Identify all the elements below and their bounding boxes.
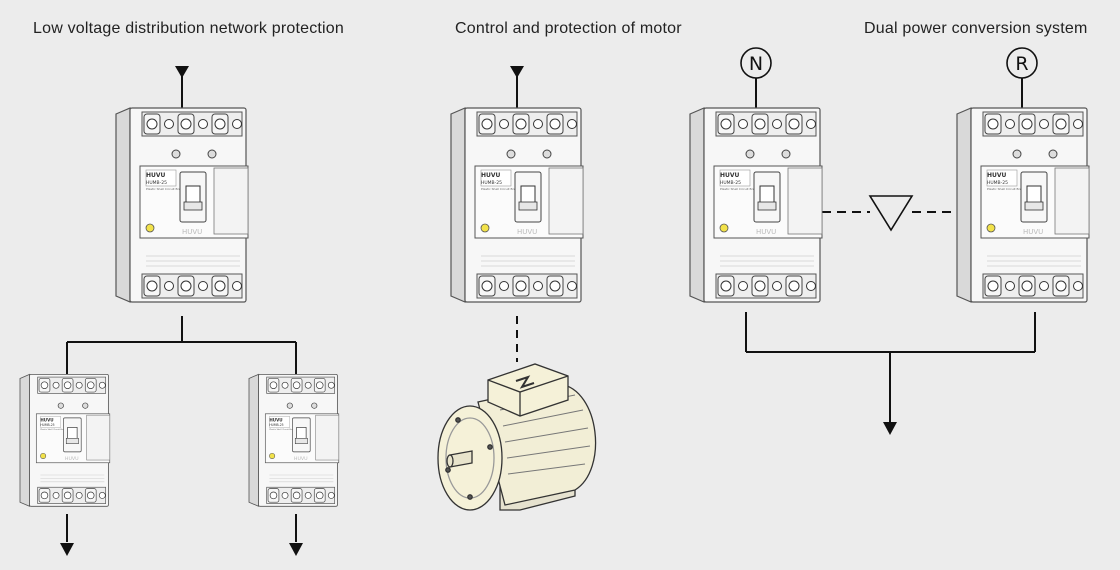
source-normal: N bbox=[740, 47, 772, 79]
breaker-subtitle: Plastic Shell Circuit Breaker bbox=[269, 428, 297, 431]
breaker-subtitle: Plastic Shell Circuit Breaker bbox=[720, 187, 762, 191]
breaker-brand: HUVU bbox=[269, 417, 282, 422]
breaker-model: HUMB-25 bbox=[269, 423, 283, 427]
heading-distribution-protection: Low voltage distribution network protect… bbox=[33, 20, 344, 37]
arrow-down-icon bbox=[289, 543, 303, 556]
breaker-subtitle: Plastic Shell Circuit Breaker bbox=[146, 187, 188, 191]
heading-motor-protection: Control and protection of motor bbox=[455, 20, 682, 37]
breaker-model: HUMB-25 bbox=[987, 180, 1008, 186]
breaker-model: HUMB-25 bbox=[40, 423, 54, 427]
breaker-brand: HUVU bbox=[146, 172, 166, 179]
breaker-subtitle: Plastic Shell Circuit Breaker bbox=[40, 428, 68, 431]
breaker-watermark: HUVU bbox=[1023, 228, 1043, 236]
breaker-model: HUMB-25 bbox=[720, 180, 741, 186]
arrow-down-icon bbox=[60, 543, 74, 556]
source-normal-label: N bbox=[749, 53, 763, 75]
breaker-watermark: HUVU bbox=[182, 228, 202, 236]
breaker-subtitle: Plastic Shell Circuit Breaker bbox=[987, 187, 1029, 191]
dual-power-wiring bbox=[745, 78, 1036, 422]
arrow-down-icon bbox=[883, 422, 897, 435]
breaker-subtitle: Plastic Shell Circuit Breaker bbox=[481, 187, 523, 191]
arrow-down-icon bbox=[175, 66, 189, 78]
source-reserve-label: R bbox=[1015, 53, 1028, 75]
breaker-brand: HUVU bbox=[40, 417, 53, 422]
breaker-brand: HUVU bbox=[720, 172, 740, 179]
arrow-down-icon bbox=[510, 66, 524, 78]
breaker-watermark: HUVU bbox=[65, 456, 79, 462]
breaker-watermark: HUVU bbox=[756, 228, 776, 236]
motor-icon bbox=[437, 363, 597, 511]
breaker-model: HUMB-25 bbox=[146, 180, 167, 186]
distribution-wiring bbox=[66, 76, 297, 542]
source-reserve: R bbox=[1006, 47, 1038, 79]
breaker-brand: HUVU bbox=[987, 172, 1007, 179]
triangle-interlock-icon bbox=[868, 195, 914, 232]
breaker-model: HUMB-25 bbox=[481, 180, 502, 186]
breaker-watermark: HUVU bbox=[517, 228, 537, 236]
heading-dual-power: Dual power conversion system bbox=[864, 20, 1088, 37]
breaker-watermark: HUVU bbox=[294, 456, 308, 462]
breaker-brand: HUVU bbox=[481, 172, 501, 179]
